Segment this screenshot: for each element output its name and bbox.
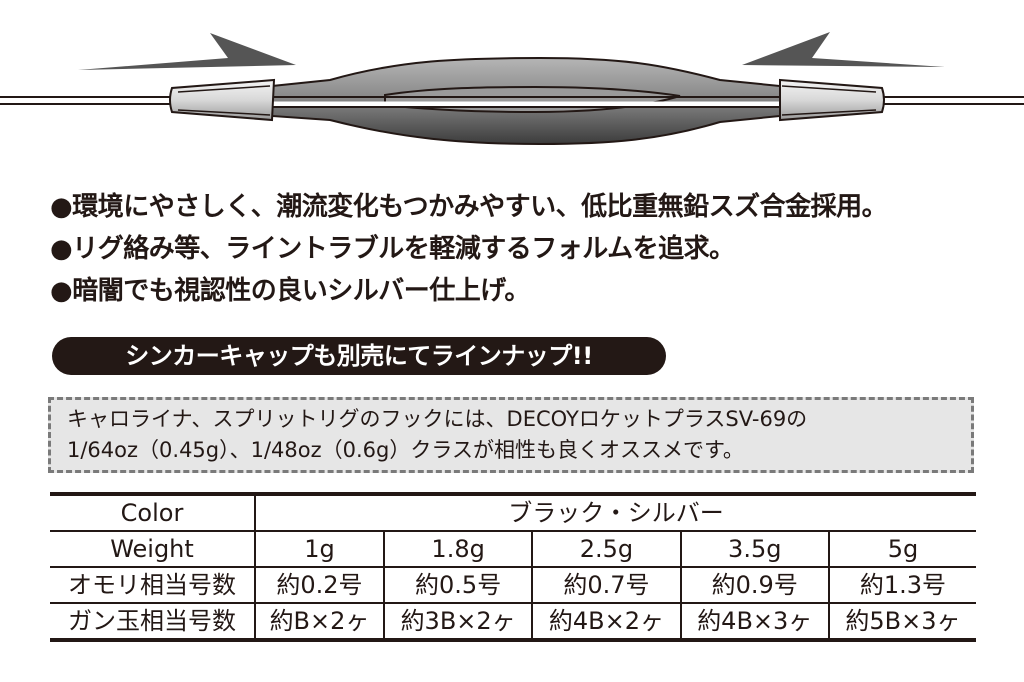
table-row-color: Color ブラック・シルバー [50, 494, 976, 532]
table-cell: 3.5g [680, 531, 830, 568]
note-line: 1/64oz（0.45g）、1/48oz（0.6g）クラスが相性も良くオススメで… [67, 438, 744, 462]
row-header: Color [50, 494, 256, 532]
table-cell: 約1.3号 [828, 567, 976, 604]
sinker-body [271, 56, 781, 146]
note-line: キャロライナ、スプリットリグのフックには、DECOYロケットプラスSV-69の [67, 407, 808, 431]
sinker-cap-left [169, 78, 276, 122]
feature-item: ●暗闇でも視認性の良いシルバー仕上げ。 [50, 270, 887, 312]
row-header: Weight [50, 531, 256, 568]
sinker-cap-banner: シンカーキャップも別売にてラインナップ!! [52, 337, 666, 375]
row-header: ガン玉相当号数 [50, 603, 256, 640]
feature-item: ●環境にやさしく、潮流変化もつかみやすい、低比重無鉛スズ合金採用。 [50, 186, 888, 228]
sinker-illustration [0, 32, 1024, 146]
table-cell: 約0.7号 [532, 567, 682, 604]
table-cell: 約0.5号 [383, 567, 534, 604]
bullet-icon: ● [50, 276, 73, 306]
table-cell: 約0.9号 [680, 567, 830, 604]
arrow-left-icon [742, 32, 945, 67]
feature-text: 暗闇でも視認性の良いシルバー仕上げ。 [72, 276, 530, 306]
feature-text: 環境にやさしく、潮流変化もつかみやすい、低比重無鉛スズ合金採用。 [72, 192, 888, 222]
feature-item: ●リグ絡み等、ライントラブルを軽減するフォルムを追求。 [50, 228, 887, 270]
row-header: オモリ相当号数 [50, 567, 256, 604]
table-cell: 約5B×3ヶ [845, 607, 961, 635]
feature-list: ●環境にやさしく、潮流変化もつかみやすい、低比重無鉛スズ合金採用。 ●リグ絡み等… [50, 186, 888, 312]
table-cell: 2.5g [532, 531, 682, 568]
sinker-cap-right [779, 78, 885, 122]
table-row-sinker-number: オモリ相当号数 約0.2号 約0.5号 約0.7号 約0.9号 約1.3号 [50, 567, 976, 604]
feature-text: リグ絡み等、ライントラブルを軽減するフォルムを追求。 [72, 234, 735, 264]
color-value: ブラック・シルバー [255, 494, 976, 532]
table-row-split-shot: ガン玉相当号数 約B×2ヶ 約3B×2ヶ 約4B×2ヶ 約4B×3ヶ 約5B×3… [50, 603, 976, 640]
table-cell: 1.8g [383, 531, 534, 568]
table-cell: 5g [828, 531, 976, 568]
bullet-icon: ● [50, 192, 73, 222]
table-cell: 約3B×2ヶ [383, 603, 534, 640]
table-cell: 約0.2号 [255, 567, 385, 604]
table-cell: 約B×2ヶ [255, 603, 385, 640]
bullet-icon: ● [50, 234, 73, 264]
table-cell: 約4B×2ヶ [532, 603, 682, 640]
table-cell: 1g [255, 531, 385, 568]
arrow-right-icon [78, 33, 296, 70]
table-cell: 約4B×3ヶ [680, 603, 830, 640]
spec-table: Color ブラック・シルバー Weight 1g 1.8g 2.5g 3.5g… [50, 492, 976, 642]
recommendation-note: キャロライナ、スプリットリグのフックには、DECOYロケットプラスSV-69の … [48, 397, 974, 473]
table-row-weight: Weight 1g 1.8g 2.5g 3.5g 5g [50, 531, 976, 568]
